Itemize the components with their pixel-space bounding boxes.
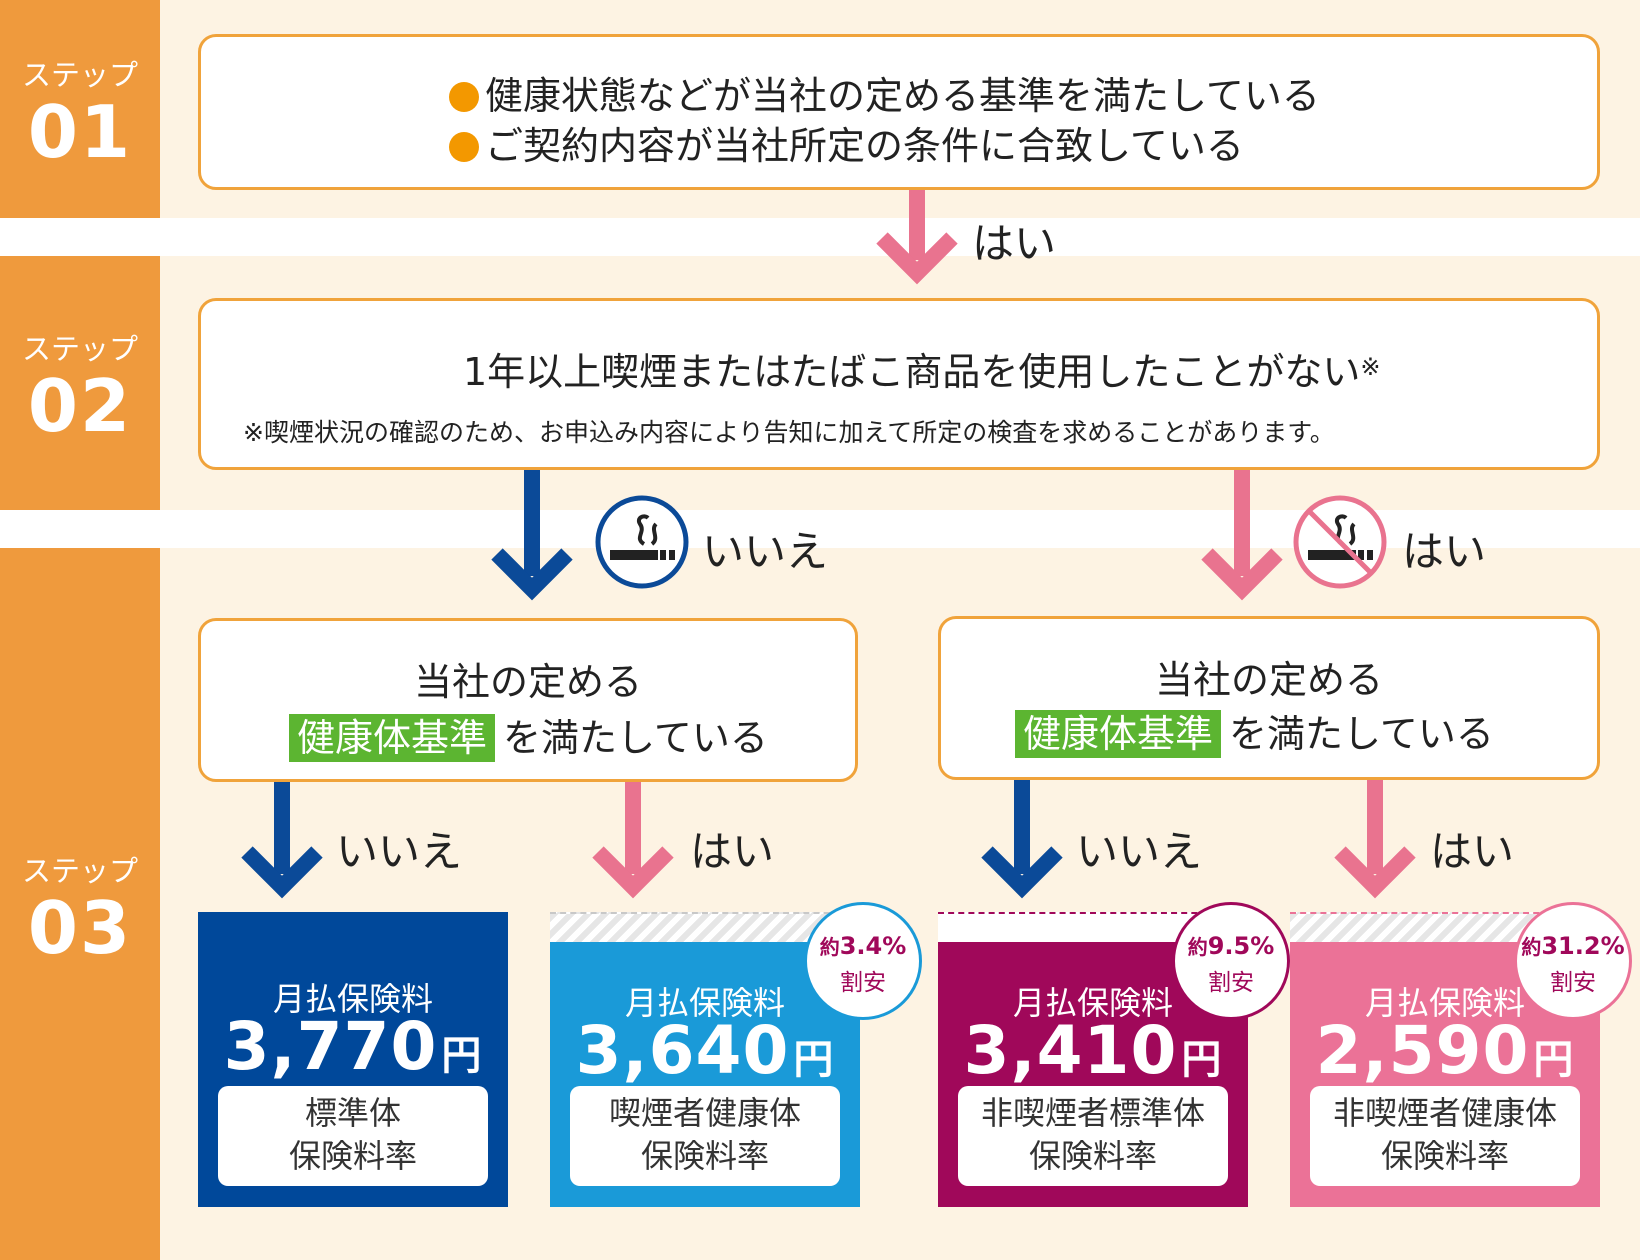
step3-word: ステップ: [21, 854, 138, 888]
card-rate: 非喫煙者健康体保険料率: [1310, 1086, 1580, 1186]
arrow-down-pink: [1334, 780, 1416, 899]
step3-right-line-2: 健康体基準を満たしている: [1015, 703, 1494, 758]
step3-left-line-2: 健康体基準を満たしている: [289, 707, 768, 762]
step2-word: ステップ: [21, 332, 138, 366]
card-label: 月払保険料: [1364, 984, 1525, 1022]
step2-answer-no: いいえ: [702, 527, 829, 576]
card-label: 月払保険料: [272, 980, 433, 1018]
arrow-down-blue: [491, 470, 573, 601]
step2-note: ※喫煙状況の確認のため、お申込み内容により告知に加えて所定の検査を求めることがあ…: [243, 418, 1335, 447]
left-answer-no: いいえ: [336, 827, 463, 876]
card-rate: 非喫煙者標準体保険料率: [958, 1086, 1228, 1186]
step2-number: 02: [27, 364, 133, 448]
right-answer-no: いいえ: [1076, 827, 1203, 876]
health-standard-highlight: 健康体基準: [1015, 710, 1222, 758]
arrow-down-blue: [981, 780, 1063, 899]
card-rate: 標準体保険料率: [218, 1086, 488, 1186]
step2-question: 1年以上喫煙またはたばこ商品を使用したことがない※: [463, 350, 1381, 394]
orange-bullet: [449, 132, 479, 162]
step1-line-1: 健康状態などが当社の定める基準を満たしている: [449, 65, 1320, 120]
step3-number: 03: [27, 886, 133, 970]
step3-left-question-box: 当社の定める 健康体基準を満たしている: [198, 618, 858, 782]
step3-right-question-box: 当社の定める 健康体基準を満たしている: [938, 616, 1600, 780]
left-answer-yes: はい: [690, 827, 775, 876]
right-answer-yes: はい: [1430, 827, 1515, 876]
discount-bubble: 約31.2% 割安: [1514, 902, 1632, 1020]
step3-tab: ステップ 03: [0, 548, 160, 1260]
step3-right-line-1: 当社の定める: [1154, 658, 1383, 702]
discount-bubble: 約3.4% 割安: [804, 902, 922, 1020]
step1-number: 01: [27, 90, 133, 174]
arrow-down-pink: [876, 190, 958, 285]
discount-bubble: 約9.5% 割安: [1172, 902, 1290, 1020]
orange-bullet: [449, 82, 479, 112]
arrow-down-blue: [241, 782, 323, 899]
smoking-icon: [595, 495, 689, 589]
step1-word: ステップ: [21, 58, 138, 92]
card-label: 月払保険料: [1012, 984, 1173, 1022]
arrow-down-pink: [592, 782, 674, 899]
card-label: 月払保険料: [624, 984, 785, 1022]
step1-condition-box: 健康状態などが当社の定める基準を満たしている ご契約内容が当社所定の条件に合致し…: [198, 34, 1600, 190]
step1-answer-yes: はい: [972, 219, 1057, 268]
card-rate: 喫煙者健康体保険料率: [570, 1086, 840, 1186]
step2-tab: ステップ 02: [0, 256, 160, 510]
step2-question-box: 1年以上喫煙またはたばこ商品を使用したことがない※ ※喫煙状況の確認のため、お申…: [198, 298, 1600, 470]
step3-left-line-1: 当社の定める: [413, 660, 642, 704]
step2-answer-yes: はい: [1402, 527, 1487, 576]
health-standard-highlight: 健康体基準: [289, 714, 496, 762]
no-smoking-icon: [1293, 495, 1387, 589]
step1-line-2: ご契約内容が当社所定の条件に合致している: [449, 115, 1244, 170]
step1-tab: ステップ 01: [0, 0, 160, 218]
arrow-down-pink: [1201, 470, 1283, 601]
